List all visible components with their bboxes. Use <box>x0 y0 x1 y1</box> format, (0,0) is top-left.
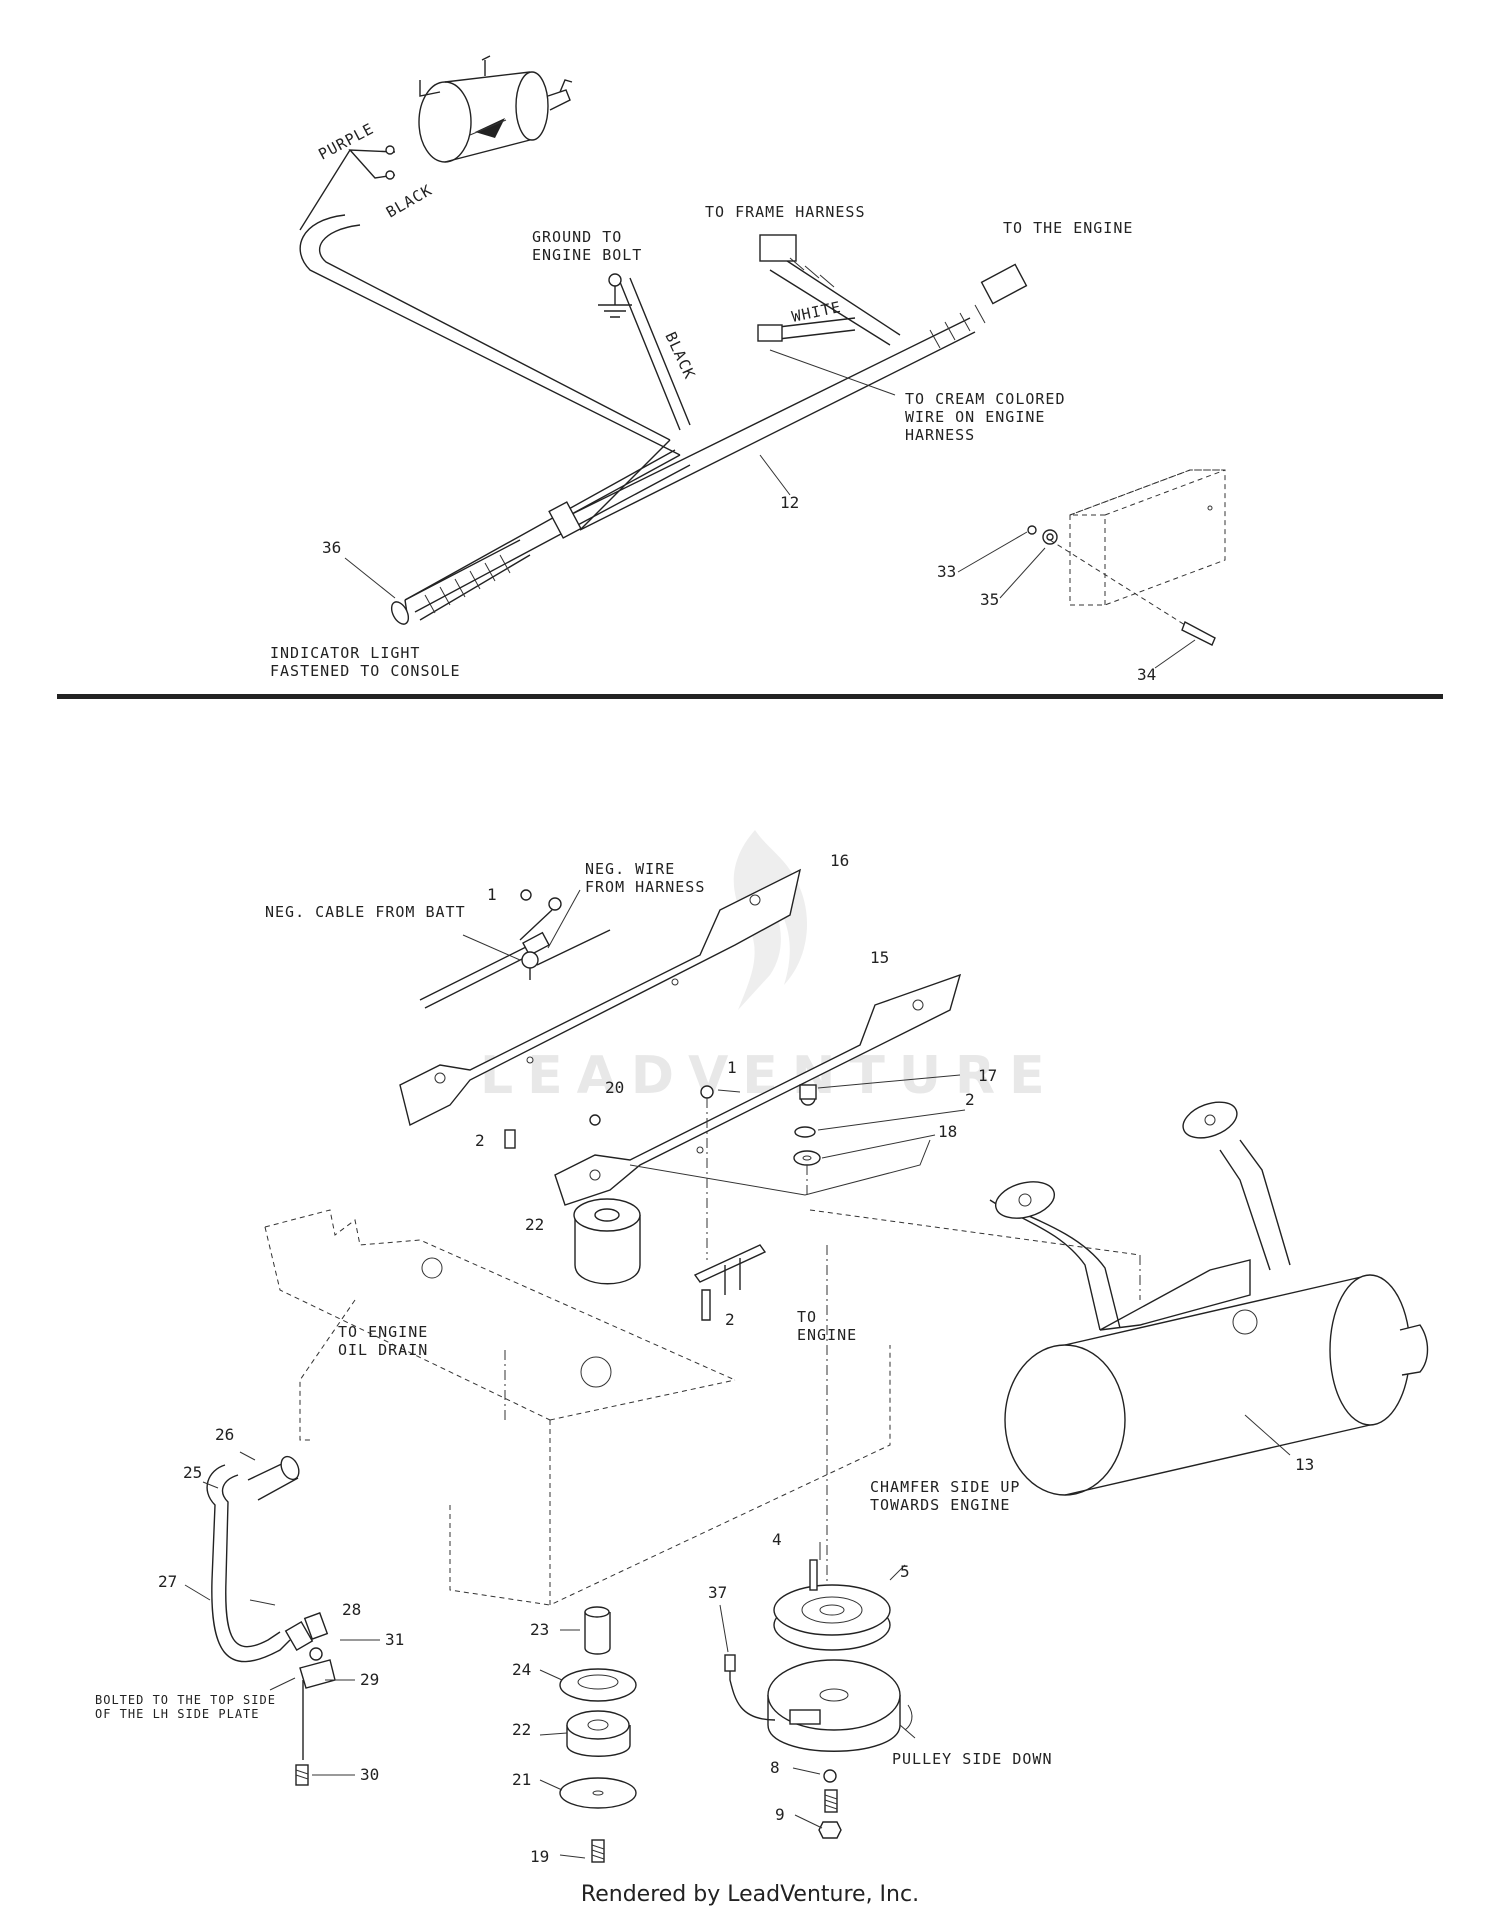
callout-22b: 22 <box>512 1720 531 1739</box>
callout-26: 26 <box>215 1425 234 1444</box>
to-engine-label: TO THE ENGINE <box>1003 219 1133 237</box>
callout-35: 35 <box>980 590 999 609</box>
callout-33: 33 <box>937 562 956 581</box>
leadventure-watermark-logo: LEADVENTURE <box>480 830 1045 1106</box>
callout-24: 24 <box>512 1660 531 1679</box>
chamfer-label-2: TOWARDS ENGINE <box>870 1496 1010 1514</box>
callout-5: 5 <box>900 1562 910 1581</box>
callout-9: 9 <box>775 1805 785 1824</box>
wiring-harness-section: PURPLE BLACK WHITE <box>270 55 1226 684</box>
callout-20: 20 <box>605 1078 624 1097</box>
callout-1b: 1 <box>727 1058 737 1077</box>
cream-wire-label-3: HARNESS <box>905 426 975 444</box>
callout-21: 21 <box>512 1770 531 1789</box>
oil-drain-label-2: OIL DRAIN <box>338 1341 428 1359</box>
to-engine-label-2: ENGINE <box>797 1326 857 1344</box>
coil-left <box>390 539 531 625</box>
callout-2a: 2 <box>965 1090 975 1109</box>
console-box <box>1069 469 1226 606</box>
callout-2c: 2 <box>725 1310 735 1329</box>
callout-19: 19 <box>530 1847 549 1866</box>
coil-right <box>929 263 1028 349</box>
bolted-label-2: OF THE LH SIDE PLATE <box>95 1707 260 1721</box>
neg-wire-label-2: FROM HARNESS <box>585 878 705 896</box>
cream-wire-label-2: WIRE ON ENGINE <box>905 408 1045 426</box>
callout-16: 16 <box>830 851 849 870</box>
callout-27: 27 <box>158 1572 177 1591</box>
indicator-label-1: INDICATOR LIGHT <box>270 644 420 662</box>
to-engine-label-1: TO <box>797 1308 817 1326</box>
wire-color-white: WHITE <box>790 298 843 326</box>
ground-label-1: GROUND TO <box>532 228 622 246</box>
callout-13: 13 <box>1295 1455 1314 1474</box>
callout-23: 23 <box>530 1620 549 1639</box>
section-divider <box>57 694 1443 699</box>
indicator-label-2: FASTENED TO CONSOLE <box>270 662 461 680</box>
ground-label-2: ENGINE BOLT <box>532 246 642 264</box>
oil-drain-label-1: TO ENGINE <box>338 1323 428 1341</box>
footer-credit: Rendered by LeadVenture, Inc. <box>580 1882 920 1907</box>
callout-1a: 1 <box>487 885 497 904</box>
callout-28: 28 <box>342 1600 361 1619</box>
callout-34: 34 <box>1137 665 1156 684</box>
pulley-icon <box>773 1559 891 1651</box>
exhaust-clutch-section: NEG. CABLE FROM BATT NEG. WIRE FROM HARN… <box>95 851 1429 1866</box>
neg-cable-label: NEG. CABLE FROM BATT <box>265 903 466 921</box>
callout-37: 37 <box>708 1583 727 1602</box>
chamfer-label-1: CHAMFER SIDE UP <box>870 1478 1020 1496</box>
callout-15: 15 <box>870 948 889 967</box>
frame-harness-label: TO FRAME HARNESS <box>705 203 866 221</box>
neg-wire-label-1: NEG. WIRE <box>585 860 675 878</box>
callout-8: 8 <box>770 1758 780 1777</box>
callout-17: 17 <box>978 1066 997 1085</box>
callout-2b: 2 <box>475 1131 485 1150</box>
callout-25: 25 <box>183 1463 202 1482</box>
muffler-icon <box>809 1101 1429 1496</box>
callout-18: 18 <box>938 1122 957 1141</box>
pulley-label: PULLEY SIDE DOWN <box>892 1750 1053 1768</box>
callout-4: 4 <box>772 1530 782 1549</box>
callout-30: 30 <box>360 1765 379 1784</box>
wire-color-black-1: BLACK <box>383 181 435 222</box>
callout-36: 36 <box>322 538 341 557</box>
cream-wire-label-1: TO CREAM COLORED <box>905 390 1066 408</box>
wire-color-black-2: BLACK <box>661 329 699 382</box>
solenoid-icon <box>418 55 573 163</box>
bolted-label-1: BOLTED TO THE TOP SIDE <box>95 1693 276 1707</box>
callout-29: 29 <box>360 1670 379 1689</box>
clutch-icon <box>719 1604 916 1752</box>
callout-31: 31 <box>385 1630 404 1649</box>
callout-12: 12 <box>780 493 799 512</box>
callout-22a: 22 <box>525 1215 544 1234</box>
